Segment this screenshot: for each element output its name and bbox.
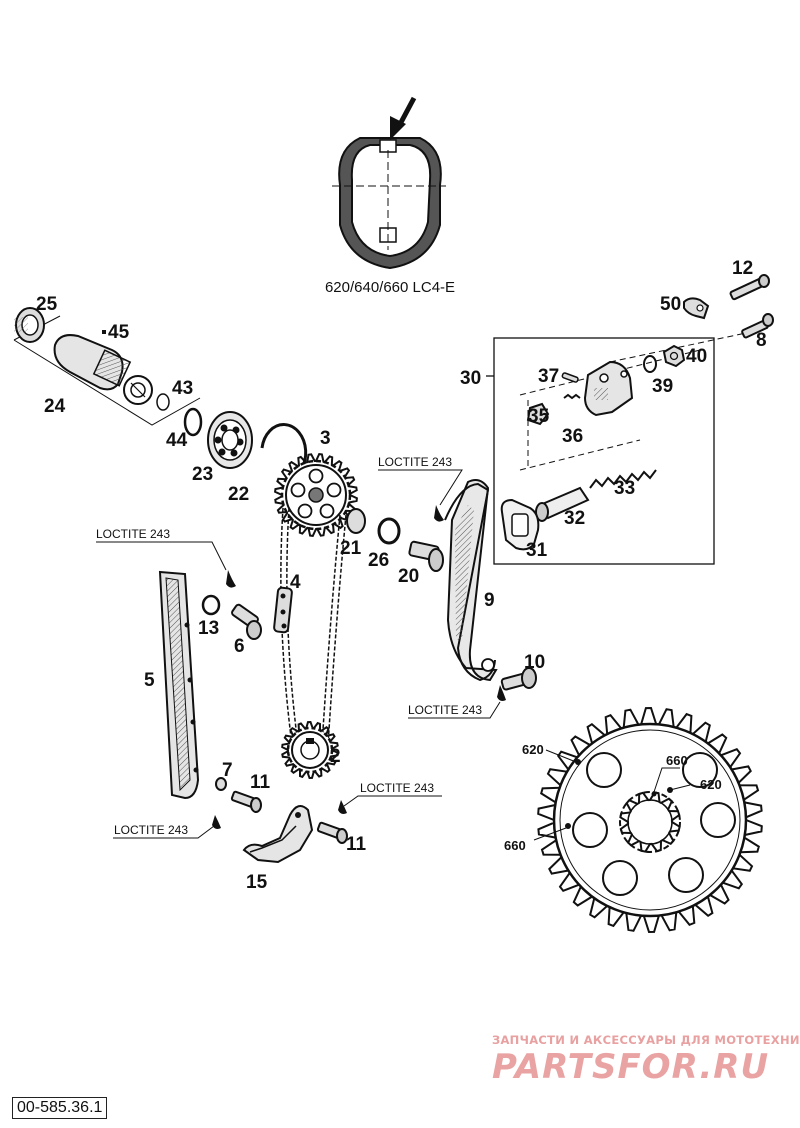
loctite-label: LOCTITE 243 <box>378 455 452 469</box>
callout-40: 40 <box>686 346 707 367</box>
spring-small-35 <box>563 393 581 400</box>
circlip-43 <box>156 393 170 411</box>
loctite-label: LOCTITE 243 <box>360 781 434 795</box>
loctite-drop-icon <box>226 570 236 588</box>
callout-11b: 11 <box>346 834 367 855</box>
screw-8 <box>741 313 774 339</box>
callout-31: 31 <box>526 540 548 561</box>
washer-21 <box>346 508 366 534</box>
callout-11a: 11 <box>250 772 271 793</box>
callout-33: 33 <box>614 478 635 499</box>
callout-50: 50 <box>660 294 681 315</box>
callout-22: 22 <box>228 484 249 505</box>
ring-44 <box>183 407 203 437</box>
callout-13: 13 <box>198 618 219 639</box>
callout-9: 9 <box>484 590 495 611</box>
callout-36: 36 <box>562 426 583 447</box>
plunger-32 <box>535 486 590 522</box>
pin-45 <box>102 330 106 334</box>
screw-11b <box>316 821 348 844</box>
sprocket-detail-labels: 620 660 620 660 <box>504 742 722 853</box>
camshaft-24 <box>53 334 153 405</box>
arrow-icon <box>390 96 417 140</box>
bolt-6 <box>231 603 262 640</box>
callout-15: 15 <box>246 872 268 893</box>
callout-37: 37 <box>538 366 559 387</box>
callout-10: 10 <box>524 652 545 673</box>
nut-7 <box>215 777 227 791</box>
callout-8: 8 <box>756 330 767 351</box>
callout-44: 44 <box>166 430 188 451</box>
loctite-drop-icon <box>212 815 221 829</box>
loctite-drop-icon <box>497 685 506 701</box>
callout-20: 20 <box>398 566 419 587</box>
tensioner-assembly-box <box>486 329 761 565</box>
seal-ring-39 <box>643 355 657 373</box>
watermark-tagline: ЗАПЧАСТИ И АКСЕССУАРЫ ДЛЯ МОТОТЕХНИКИ <box>492 1033 800 1047</box>
guide-bracket-15 <box>242 805 314 864</box>
hole-label-620-right: 620 <box>700 777 722 792</box>
watermark-brand: PARTSFOR.RU <box>492 1047 769 1087</box>
callout-35: 35 <box>528 406 550 427</box>
loctite-drop-icon <box>338 800 347 814</box>
callout-39: 39 <box>652 376 673 397</box>
callout-12: 12 <box>732 258 753 279</box>
callout-23: 23 <box>192 464 213 485</box>
callout-21: 21 <box>340 538 362 559</box>
sprocket-teeth <box>537 706 763 934</box>
watermark: ЗАПЧАСТИ И АКСЕССУАРЫ ДЛЯ МОТОТЕХНИКИ PA… <box>492 1033 800 1087</box>
plug-screw-40 <box>662 344 686 368</box>
clamp-50 <box>683 297 710 320</box>
cam-sprocket-3 <box>274 453 358 537</box>
crank-sprocket-2 <box>281 720 339 780</box>
spring-33 <box>589 469 657 489</box>
callout-45: 45 <box>108 322 130 343</box>
callout-7: 7 <box>222 760 233 781</box>
diagram-code: 00-585.36.1 <box>12 1097 108 1119</box>
hole-label-620-left: 620 <box>522 742 544 757</box>
cam-marking-inset: 620/640/660 LC4-E <box>325 96 455 296</box>
loctite-label: LOCTITE 243 <box>114 823 188 837</box>
callout-25: 25 <box>36 294 58 315</box>
callout-6: 6 <box>234 636 245 657</box>
ball-bearing-23 <box>207 411 253 469</box>
hole-label-660-left: 660 <box>504 838 526 853</box>
sprocket-detail <box>533 706 763 934</box>
loctite-drop-icon <box>434 505 444 522</box>
sprocket-teeth <box>274 453 358 537</box>
loctite-labels: LOCTITE 243 LOCTITE 243 LOCTITE 243 LOCT… <box>96 455 482 837</box>
screw-12 <box>729 274 770 301</box>
timing-chain-4 <box>273 507 347 746</box>
spline-teeth <box>619 791 681 853</box>
camshaft-group <box>13 307 308 482</box>
needle-bearing-25 <box>14 307 45 343</box>
bolt-10 <box>500 667 537 691</box>
plunger-35 <box>526 402 550 426</box>
inset-caption: 620/640/660 LC4-E <box>325 279 455 296</box>
pin-37 <box>561 372 579 383</box>
callout-43: 43 <box>172 378 193 399</box>
callout-32: 32 <box>564 508 585 529</box>
tensioner-housing-36 <box>583 360 634 417</box>
ring-26 <box>377 517 401 545</box>
gasket-31 <box>500 498 540 551</box>
chain-guide-rail-5 <box>158 570 200 800</box>
callout-26: 26 <box>368 550 389 571</box>
washer-13 <box>201 594 221 616</box>
bolt-20 <box>408 540 444 572</box>
callout-labels: 25 45 24 43 44 23 22 3 21 26 20 4 13 6 5… <box>36 258 767 893</box>
sprocket-teeth <box>281 720 339 780</box>
callout-3: 3 <box>320 428 331 449</box>
callout-24: 24 <box>44 396 66 417</box>
loctite-label: LOCTITE 243 <box>408 703 482 717</box>
screw-11a <box>230 790 262 813</box>
loctite-label: LOCTITE 243 <box>96 527 170 541</box>
callout-5: 5 <box>144 670 155 691</box>
tensioner-rail-9 <box>444 479 498 682</box>
callout-4: 4 <box>290 572 301 593</box>
callout-30: 30 <box>460 368 481 389</box>
callout-2: 2 <box>330 746 341 767</box>
hole-label-660-top: 660 <box>666 753 688 768</box>
